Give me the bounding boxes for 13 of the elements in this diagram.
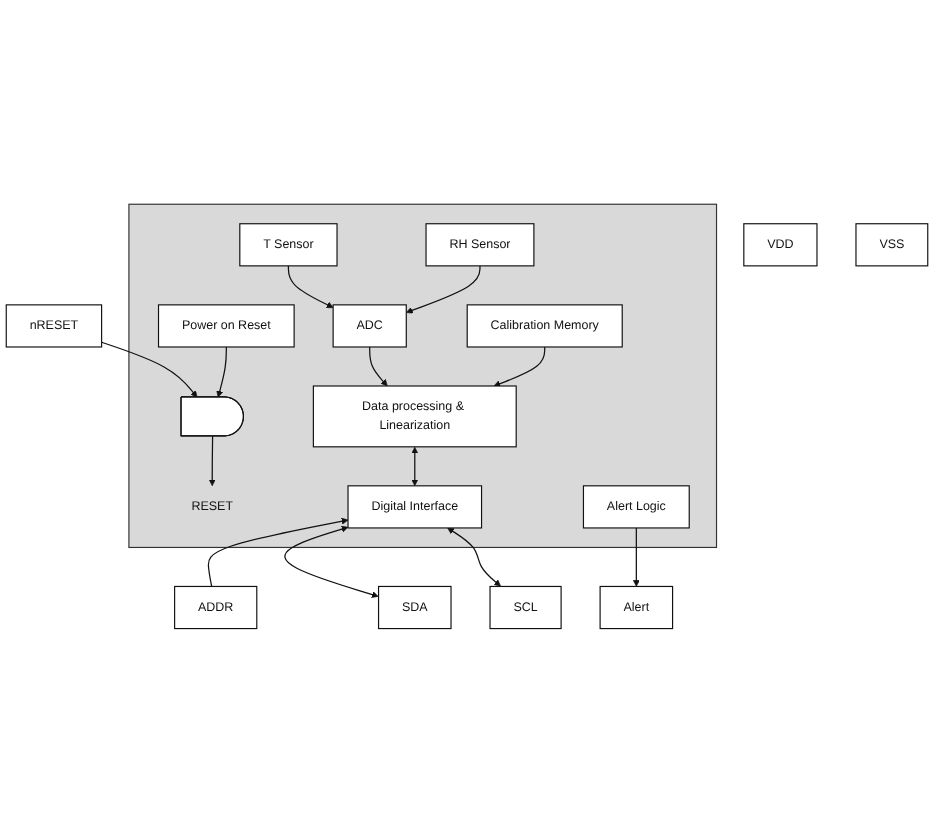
arrow: [447, 528, 501, 588]
arrow: [287, 265, 334, 309]
arrow: [207, 518, 349, 588]
arrow: [411, 447, 419, 487]
arrow: [101, 342, 198, 399]
arrow: [369, 346, 388, 387]
arrow: [208, 436, 216, 487]
arrow: [493, 346, 546, 388]
cluster: [128, 204, 718, 549]
arrow: [216, 346, 227, 399]
arrow: [405, 265, 481, 315]
arrow: [632, 527, 640, 588]
arrow: [284, 526, 379, 599]
